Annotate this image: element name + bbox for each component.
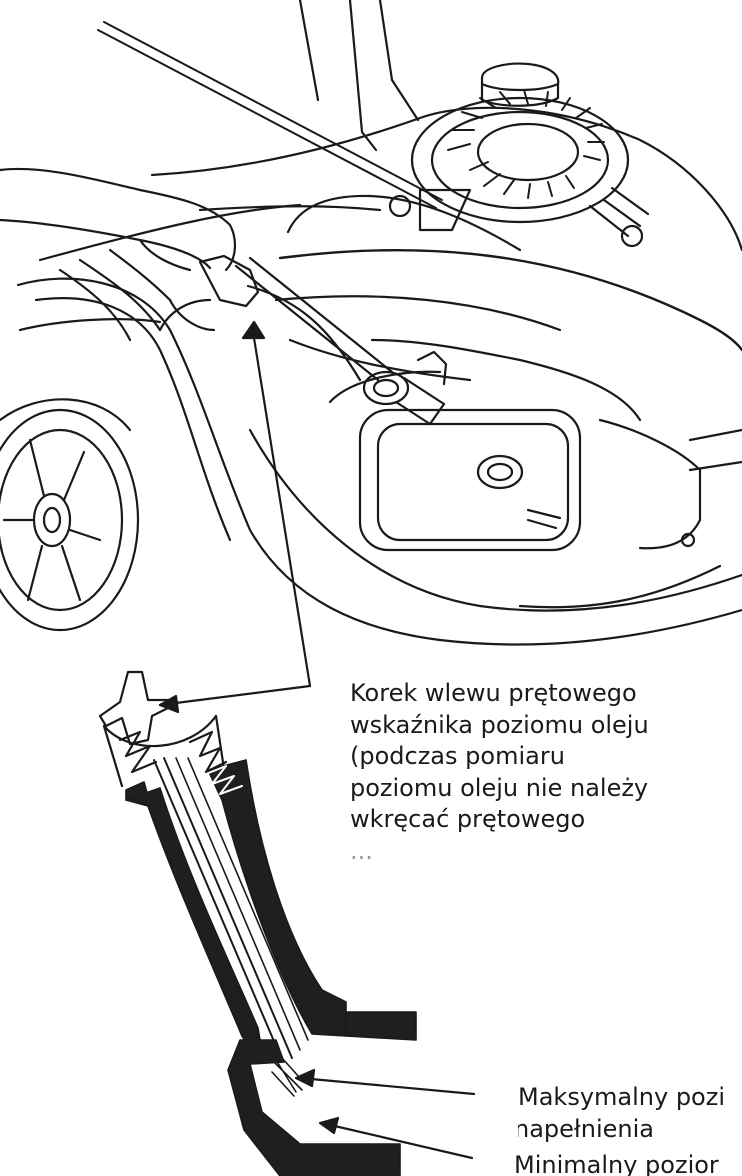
dipstick-cap-label-line: poziomu oleju nie należy (350, 773, 649, 802)
max-level-label-line: Maksymalny pozi (518, 1083, 725, 1111)
dipstick-cap-label-line: Korek wlewu prętowego (350, 679, 637, 707)
hand-icon (0, 167, 260, 342)
dipstick-cap-label-line: wkręcać prętowego (350, 805, 586, 833)
oil-filler-neck-icon (125, 759, 417, 1176)
min-level-label-line: Minimalny pozior (514, 1151, 719, 1176)
dipstick-cap-label-line: wskaźnika poziomu oleju (350, 710, 649, 739)
arrow-icon (158, 320, 312, 714)
dipstick-icon (98, 670, 309, 1097)
max-level-label-line: napełnienia (518, 1114, 654, 1143)
max-level-label: Maksymalny pozi napełnienia (518, 1082, 742, 1145)
lawn-mower-illustration (0, 0, 742, 646)
dipstick-cap-label-line: (podczas pomiaru (350, 742, 565, 770)
arrow-icon (294, 1068, 476, 1160)
dipstick-cap-label: Korek wlewu prętowego wskaźnika poziomu … (350, 678, 742, 898)
label-cutoff (350, 835, 742, 898)
min-level-label: Minimalny pozior (514, 1150, 742, 1176)
